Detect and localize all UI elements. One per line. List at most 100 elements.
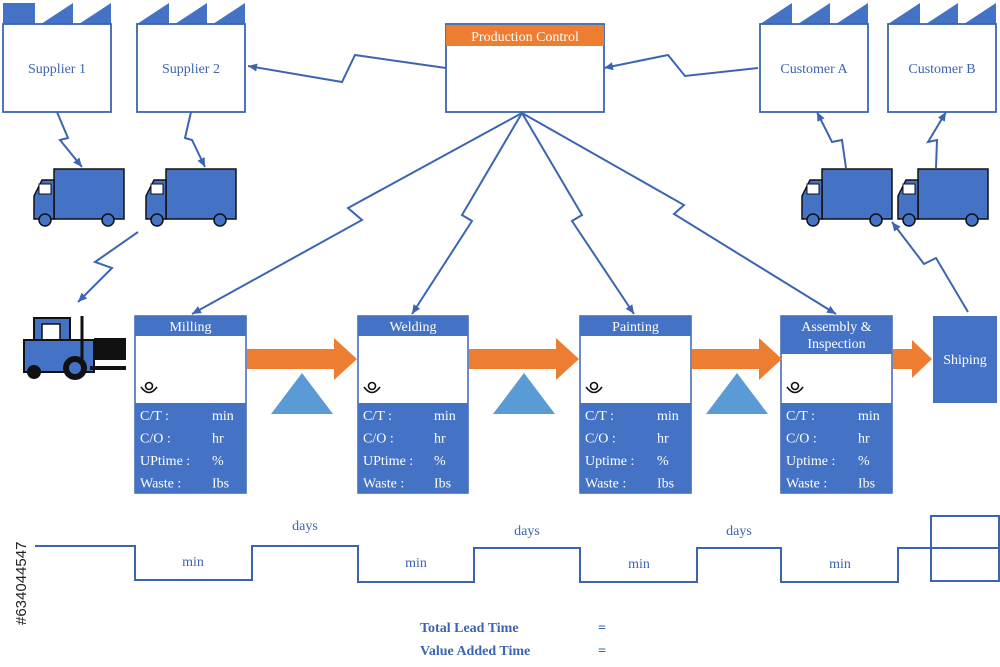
timeline: days days days min min min min xyxy=(35,515,1000,583)
timeline-days-label: days xyxy=(514,524,540,539)
factory-roof-icon xyxy=(888,3,996,24)
information-flows xyxy=(56,53,969,315)
inventory-triangle-icon xyxy=(706,373,768,414)
timeline-line xyxy=(35,545,933,583)
timeline-min-label: min xyxy=(829,557,851,572)
process-title: Assembly & xyxy=(801,320,872,335)
info-flow-supplier-1-truck xyxy=(56,111,83,168)
process-metric-unit: Ibs xyxy=(212,477,229,492)
process-metric-unit: min xyxy=(434,409,456,424)
inventory-triangles xyxy=(271,373,768,414)
push-arrow-icon xyxy=(893,340,932,378)
truck-supplier-2-icon xyxy=(145,168,237,227)
timeline-days-label: days xyxy=(292,519,318,534)
supplier-2-label: Supplier 2 xyxy=(162,62,220,77)
total-lead-time-label: Total Lead Time xyxy=(420,621,519,636)
process-metric-label: Uptime : xyxy=(786,454,835,469)
value-added-time-equals: = xyxy=(598,644,606,659)
process-metric-label: C/O : xyxy=(363,432,394,447)
total-lead-time-equals: = xyxy=(598,621,606,636)
process-metric-label: C/O : xyxy=(786,432,817,447)
process-metric-unit: hr xyxy=(212,432,224,447)
factory-roof-icon xyxy=(137,3,245,24)
process-metric-label: C/T : xyxy=(363,409,392,424)
operator-icon xyxy=(363,381,381,394)
process-metric-label: UPtime : xyxy=(363,454,413,469)
process-title: Welding xyxy=(389,320,436,335)
supplier-1-label: Supplier 1 xyxy=(28,62,86,77)
process-metric-label: C/T : xyxy=(786,409,815,424)
stock-id-watermark: #634044547 xyxy=(13,542,30,625)
inventory-triangle-icon xyxy=(271,373,333,414)
process-metric-unit: % xyxy=(657,454,669,469)
process-metric-unit: Ibs xyxy=(657,477,674,492)
info-flow-to-supplier-2 xyxy=(247,53,447,84)
operator-icon xyxy=(140,381,158,394)
process-metric-unit: min xyxy=(212,409,234,424)
forklift-icon xyxy=(23,316,126,380)
push-arrows xyxy=(247,338,932,380)
info-flow-to-milling xyxy=(191,112,523,315)
customer-b-label: Customer B xyxy=(908,62,975,77)
push-arrow-icon xyxy=(469,338,579,380)
info-flow-truck-customer-a xyxy=(816,111,847,169)
push-arrow-icon xyxy=(692,338,782,380)
production-control: Production Control xyxy=(445,23,605,113)
info-flow-to-forklift xyxy=(77,231,139,303)
process-metric-label: Waste : xyxy=(786,477,827,492)
process-metric-label: Uptime : xyxy=(585,454,634,469)
timeline-days-label: days xyxy=(726,524,752,539)
truck-customer-a-icon xyxy=(801,168,893,227)
process-metric-unit: min xyxy=(657,409,679,424)
supplier-1-factory: Supplier 1 xyxy=(2,3,112,113)
process-metric-label: Waste : xyxy=(585,477,626,492)
shipping-label: Shiping xyxy=(943,353,987,368)
process-metric-unit: hr xyxy=(858,432,870,447)
process-metric-unit: hr xyxy=(434,432,446,447)
process-metric-unit: % xyxy=(858,454,870,469)
timeline-min-label: min xyxy=(628,557,650,572)
operator-icon xyxy=(786,381,804,394)
truck-supplier-1-icon xyxy=(33,168,125,227)
info-flow-to-painting xyxy=(521,112,635,315)
timeline-min-label: min xyxy=(405,556,427,571)
process-title: Painting xyxy=(612,320,659,335)
totals: Total Lead Time = Value Added Time = xyxy=(420,621,606,659)
info-flow-to-assembly xyxy=(521,112,837,315)
push-arrow-icon xyxy=(247,338,357,380)
info-flow-to-welding xyxy=(411,112,523,315)
process-metric-label: Waste : xyxy=(140,477,181,492)
inventory-triangle-icon xyxy=(493,373,555,414)
process-metric-unit: % xyxy=(212,454,224,469)
process-metric-unit: min xyxy=(858,409,880,424)
info-flow-supplier-2-truck xyxy=(183,111,206,168)
process-metric-label: C/O : xyxy=(140,432,171,447)
timeline-min-label: min xyxy=(182,555,204,570)
info-flow-from-customer-a xyxy=(603,53,759,78)
customer-a-label: Customer A xyxy=(780,62,848,77)
process-metric-unit: Ibs xyxy=(858,477,875,492)
process-title: Inspection xyxy=(807,337,865,352)
shipping-box: Shiping xyxy=(933,316,997,403)
factory-roof-icon xyxy=(3,3,111,24)
process-metric-label: C/O : xyxy=(585,432,616,447)
customer-b-factory: Customer B xyxy=(887,3,997,113)
operator-icon xyxy=(585,381,603,394)
process-metric-label: C/T : xyxy=(140,409,169,424)
process-metric-label: C/T : xyxy=(585,409,614,424)
production-control-title: Production Control xyxy=(471,30,579,45)
factory-roof-icon xyxy=(760,3,868,24)
value-added-time-label: Value Added Time xyxy=(420,644,530,659)
process-metric-unit: Ibs xyxy=(434,477,451,492)
process-metric-label: UPtime : xyxy=(140,454,190,469)
process-metric-label: Waste : xyxy=(363,477,404,492)
process-metric-unit: % xyxy=(434,454,446,469)
info-flow-shipping-truck xyxy=(891,221,969,313)
process-metric-unit: hr xyxy=(657,432,669,447)
